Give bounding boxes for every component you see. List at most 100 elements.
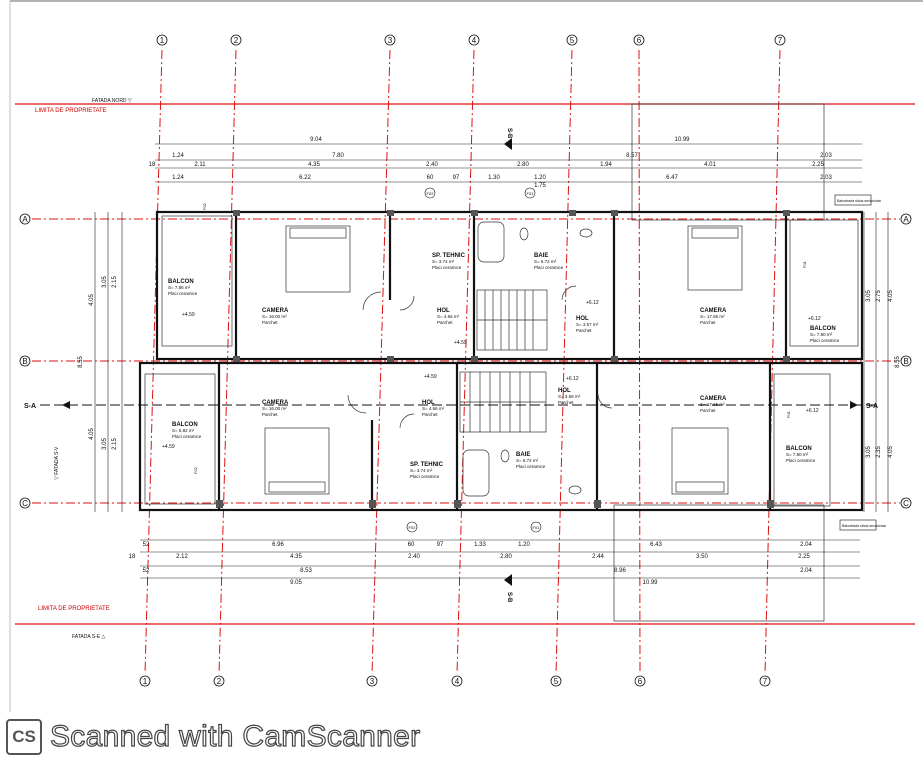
dim-bot-2-04a: 2.04 xyxy=(800,542,812,548)
bed-icon xyxy=(264,427,330,495)
room-camera-s2: CAMERA S= 17.65 m² Parchet xyxy=(700,396,727,413)
facade-se-label: FATADA S-E △ xyxy=(72,634,106,640)
room-balcon-se: BALCON S= 7.80 m² Placi ceramice xyxy=(786,446,816,463)
dim-top-2-03b: 2.03 xyxy=(820,175,832,181)
svg-text:Placi ceramice: Placi ceramice xyxy=(516,464,546,469)
dim-bot-8-96: 8.96 xyxy=(614,568,626,574)
side-dimensions: 4.05 3.05 2.15 4.05 3.05 2.15 8.55 3.05 … xyxy=(78,212,901,512)
room-sp-tehnic-s: SP. TEHNIC S= 3.74 m² Placi ceramice xyxy=(410,462,444,479)
room-sp-tehnic-n: SP. TEHNIC S= 3.74 m² Placi ceramice xyxy=(432,253,466,270)
axis-label-b-left: B xyxy=(22,357,27,366)
axis-label-4-bottom: 4 xyxy=(455,677,460,686)
dim-bot-2-80: 2.80 xyxy=(500,554,512,560)
svg-text:S= 17.65 m²: S= 17.65 m² xyxy=(700,402,725,407)
dim-bot-1-20: 1.20 xyxy=(518,542,530,548)
camscanner-logo: CS xyxy=(6,719,42,755)
svg-text:S= 3.74 m²: S= 3.74 m² xyxy=(432,259,455,264)
axis-label-3-top: 3 xyxy=(388,36,393,45)
dim-bot-2-44: 2.44 xyxy=(592,554,604,560)
dim-top-6-22: 6.22 xyxy=(299,175,311,181)
building-walls xyxy=(138,210,864,512)
svg-text:S= 3.57 m²: S= 3.57 m² xyxy=(576,322,599,327)
dim-bot-1-33: 1.33 xyxy=(474,542,486,548)
structural-columns xyxy=(216,210,790,508)
room-baie-s: BAIE S= 6.72 m² Placi ceramice xyxy=(516,452,546,469)
dim-top-2-25: 2.25 xyxy=(812,162,824,168)
dim-top-4-35: 4.35 xyxy=(308,162,320,168)
neighbor-outline-bottom xyxy=(613,504,825,622)
dim-right-2-35b: 2.35 xyxy=(876,446,882,458)
dim-bot-6-43: 6.43 xyxy=(650,542,662,548)
toilet-icon xyxy=(500,449,510,463)
dim-top-18: 18 xyxy=(149,162,156,168)
dim-top-9-04: 9.04 xyxy=(310,137,322,143)
axis-label-5-top: 5 xyxy=(570,36,575,45)
svg-text:BALCON: BALCON xyxy=(786,446,812,452)
svg-text:Parchet: Parchet xyxy=(437,320,453,325)
dim-top-8-57: 8.57 xyxy=(626,153,638,159)
section-sb-bottom: S-B xyxy=(506,592,512,603)
window-tags: F02 F01 F02 F01 F02 F01 F02 F01 xyxy=(193,187,807,533)
svg-text:Parchet: Parchet xyxy=(700,408,716,413)
svg-text:HOL: HOL xyxy=(422,400,435,406)
axis-label-7-top: 7 xyxy=(778,36,783,45)
section-sa-left: S-A xyxy=(24,403,36,410)
svg-text:Placi ceramice: Placi ceramice xyxy=(786,458,816,463)
room-balcon-ne: BALCON S= 7.80 m² Placi ceramice xyxy=(810,326,840,343)
svg-text:Parchet: Parchet xyxy=(262,320,278,325)
svg-text:S= 3.58 m²: S= 3.58 m² xyxy=(558,394,581,399)
room-labels: BALCON S= 7.86 m² Placi ceramice CAMERA … xyxy=(168,253,840,479)
axis-label-7-bottom: 7 xyxy=(763,677,768,686)
dim-bot-6-96: 6.96 xyxy=(272,542,284,548)
axis-label-3-bottom: 3 xyxy=(370,677,375,686)
dim-bot-2-25: 2.25 xyxy=(798,554,810,560)
axis-label-4-top: 4 xyxy=(472,36,477,45)
svg-text:S= 7.80 m²: S= 7.80 m² xyxy=(810,332,833,337)
door-tag-f01-b: F01 xyxy=(786,410,791,418)
dim-bot-10-99: 10.99 xyxy=(642,580,658,586)
svg-text:Placi ceramice: Placi ceramice xyxy=(534,265,564,270)
axis-bubbles-rows: A B C A B C xyxy=(19,213,912,509)
lower-block-wall xyxy=(138,361,864,512)
svg-text:SP. TEHNIC: SP. TEHNIC xyxy=(432,253,466,259)
furniture xyxy=(264,221,743,497)
dim-right-4-05b: 4.05 xyxy=(888,446,894,458)
room-camera-s1: CAMERA S= 16.00 m² Parchet xyxy=(262,400,289,417)
axis-label-1-top: 1 xyxy=(160,36,165,45)
svg-text:Placi ceramice: Placi ceramice xyxy=(410,474,440,479)
svg-text:S= 7.80 m²: S= 7.80 m² xyxy=(786,452,809,457)
axis-label-a-right: A xyxy=(903,215,909,224)
dim-top-6-47: 6.47 xyxy=(666,175,678,181)
room-balcon-sw: BALCON S= 5.82 m² Placi ceramice xyxy=(172,422,202,439)
horizontal-axes xyxy=(32,218,900,504)
dim-right-total: 8.55 xyxy=(895,356,901,368)
svg-text:CAMERA: CAMERA xyxy=(700,308,727,314)
dim-left-4-05a: 4.05 xyxy=(89,294,95,306)
sink-icon xyxy=(579,228,593,238)
section-markers: S-A S-A S-B S-B xyxy=(24,128,880,603)
door-tag-f01-a: F01 xyxy=(802,260,807,268)
section-sb-top: S-B xyxy=(506,128,512,139)
dim-bot-2-40: 2.40 xyxy=(408,554,420,560)
dim-bot-2-12: 2.12 xyxy=(176,554,188,560)
dim-left-3-05a: 3.05 xyxy=(102,276,108,288)
doors xyxy=(347,285,613,429)
svg-text:SP. TEHNIC: SP. TEHNIC xyxy=(410,462,444,468)
bathtub-icon xyxy=(462,449,490,497)
axis-label-5-bottom: 5 xyxy=(554,677,559,686)
upper-block-wall xyxy=(155,210,864,361)
bathtub-icon xyxy=(477,221,505,263)
level-mark: +4.59 xyxy=(454,340,467,346)
facade-north-label: FATADA NORD ▽ xyxy=(92,98,132,104)
dim-bot-2-04b: 2.04 xyxy=(800,568,812,574)
dim-top-2-03a: 2.03 xyxy=(820,153,832,159)
svg-text:Parchet: Parchet xyxy=(700,320,716,325)
property-limit-label-bottom: LIMITA DE PROPRIETATE xyxy=(38,606,110,612)
sink-icon xyxy=(568,485,582,495)
room-hol-n2: HOL S= 3.57 m² Parchet xyxy=(576,316,599,333)
level-mark: +4.59 xyxy=(182,312,195,318)
toilet-icon xyxy=(519,227,529,241)
dim-bot-8-53: 8.53 xyxy=(300,568,312,574)
axis-bubbles-bottom: 1 2 3 4 5 6 7 xyxy=(139,675,771,687)
